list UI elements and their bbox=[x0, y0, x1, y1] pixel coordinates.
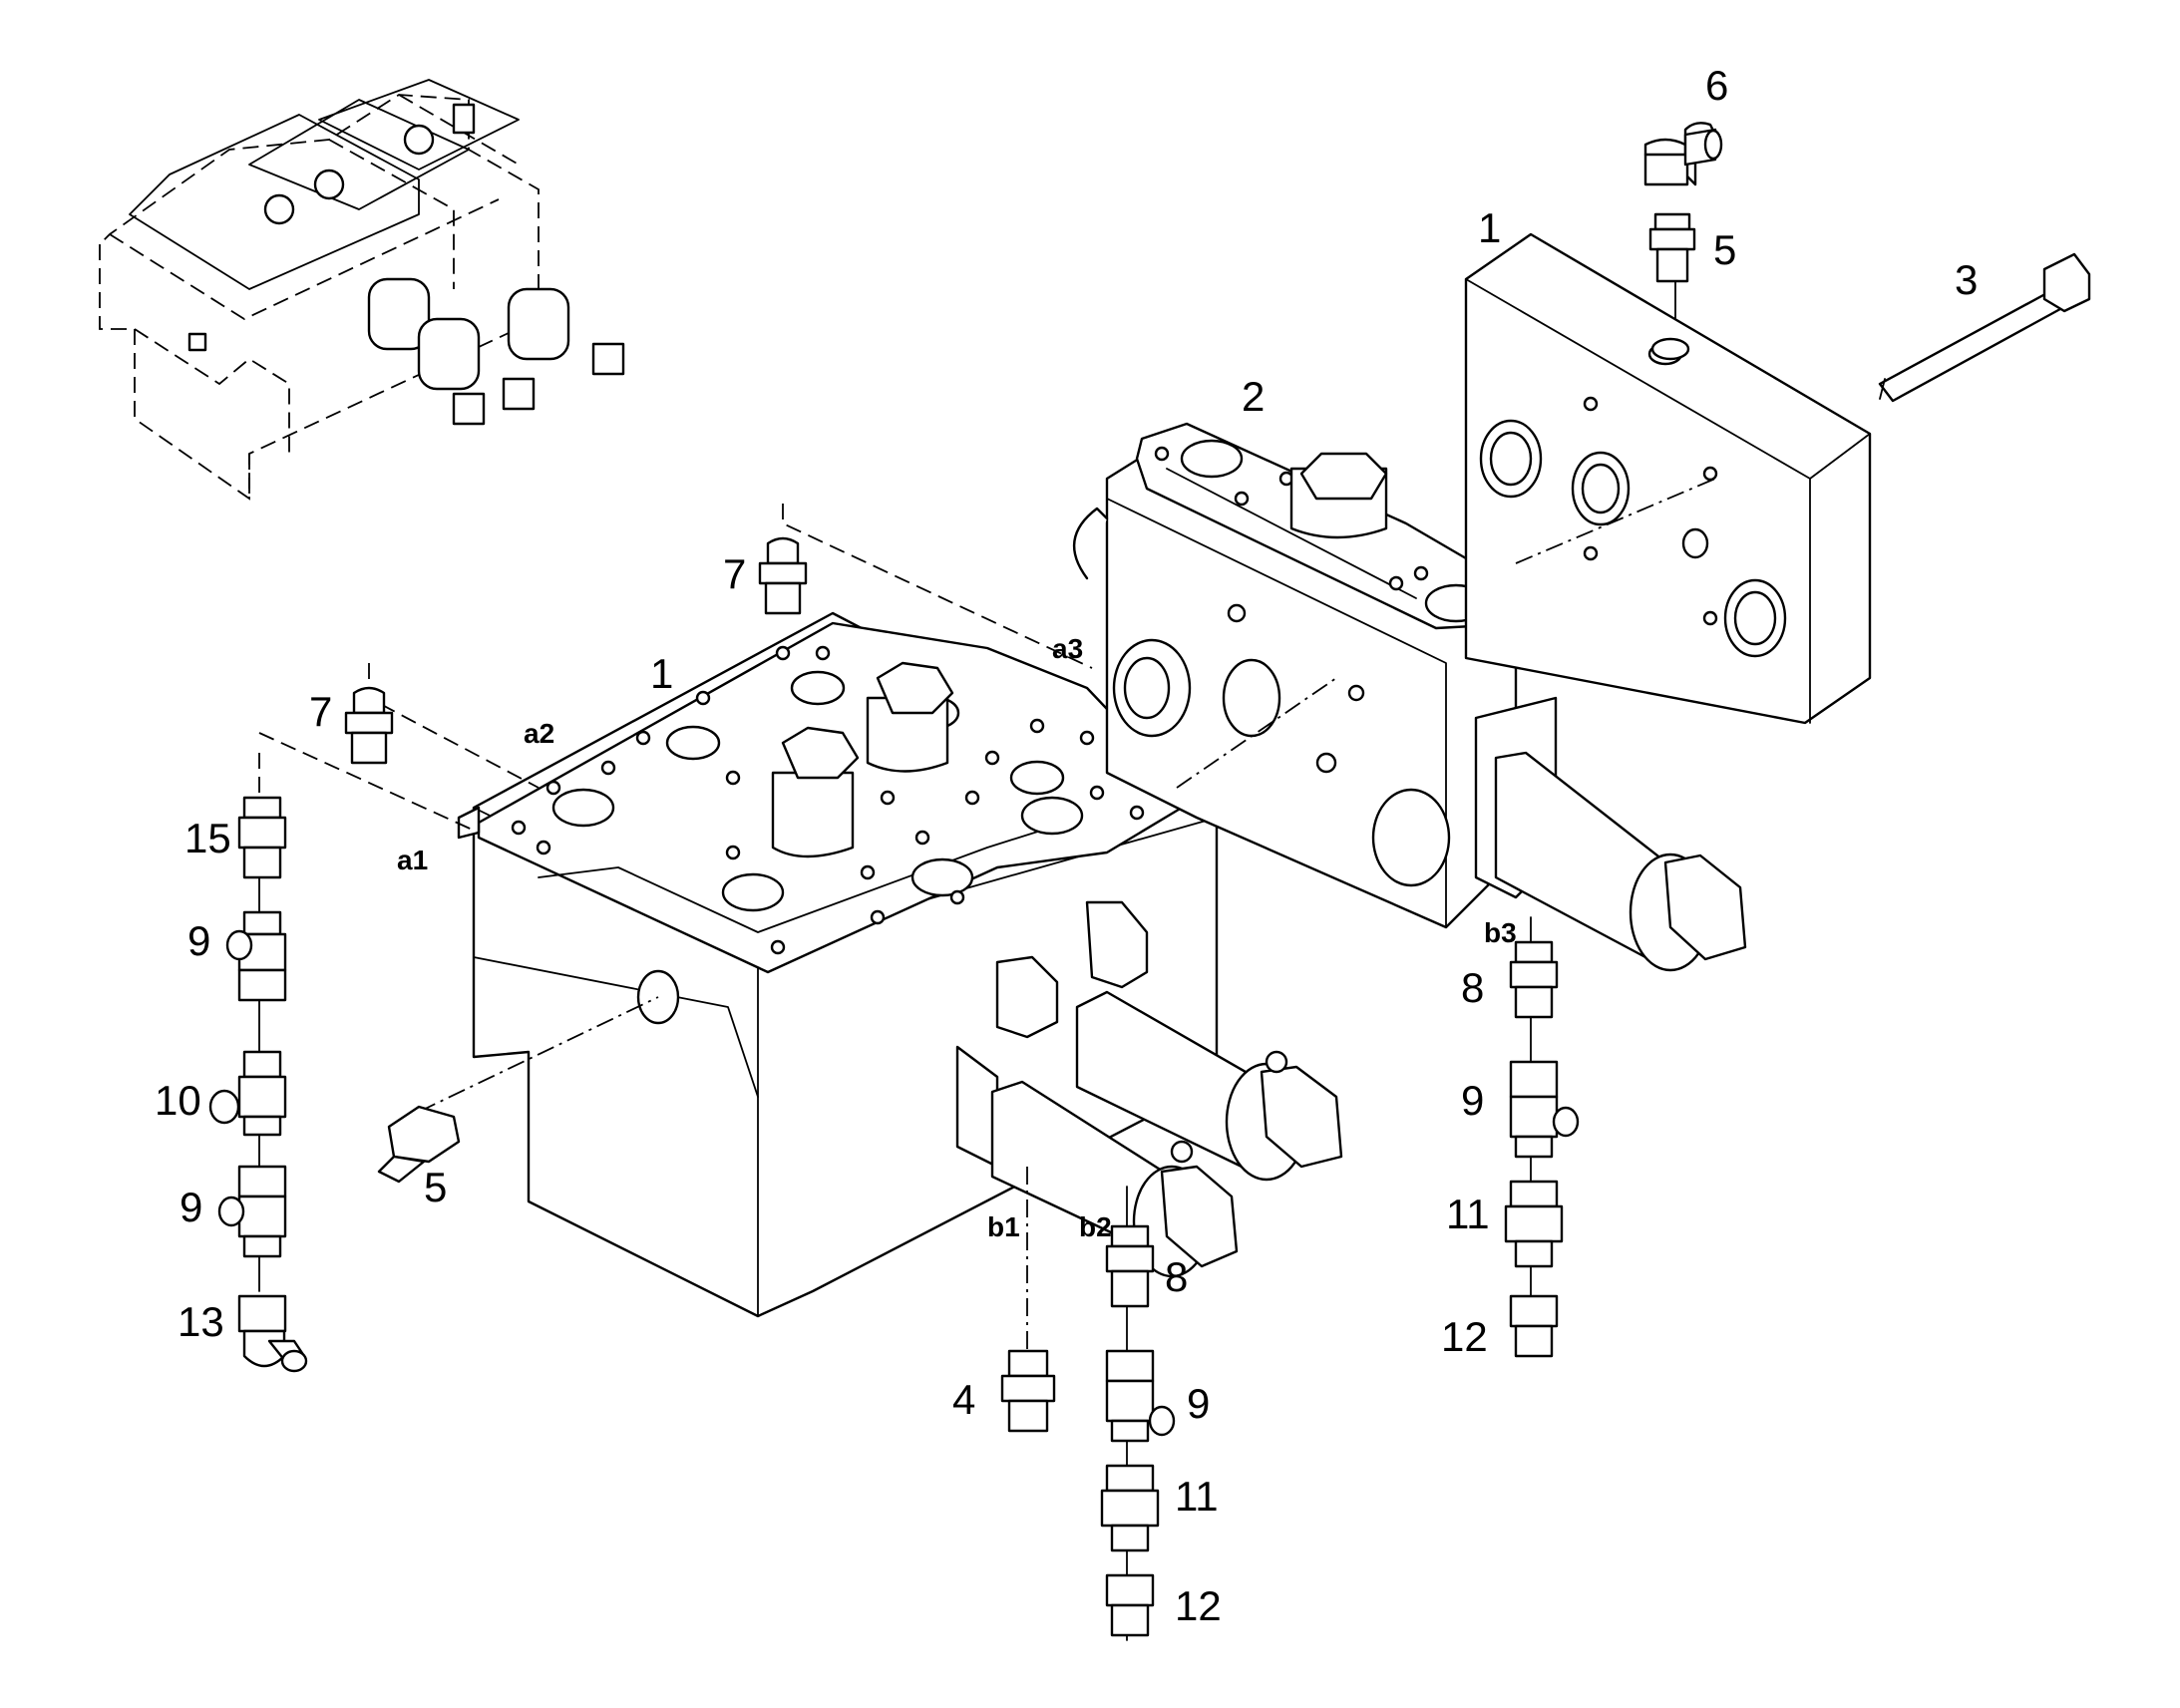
fitting-11-right bbox=[1504, 1180, 1564, 1268]
fitting-9-left-upper bbox=[225, 910, 287, 1002]
fitting-6 bbox=[1643, 122, 1723, 186]
part-label: 15 bbox=[184, 815, 231, 861]
part-label: 9 bbox=[180, 1184, 202, 1230]
part-label: 11 bbox=[1175, 1473, 1219, 1520]
valve-section-1 bbox=[457, 611, 1343, 1318]
fitting-7-lower bbox=[344, 686, 394, 765]
part-label: 7 bbox=[723, 550, 746, 597]
port-label: a2 bbox=[524, 718, 554, 749]
part-callouts: 1 1 2 3 4 5 5 6 7 7 8 8 9 9 9 9 10 11 11… bbox=[155, 62, 1978, 1629]
part-label: 9 bbox=[1461, 1077, 1484, 1124]
fitting-12-middle bbox=[1105, 1573, 1155, 1637]
fitting-8-middle bbox=[1105, 1224, 1155, 1308]
port-label: b2 bbox=[1079, 1211, 1112, 1242]
part-label: 4 bbox=[952, 1376, 975, 1423]
part-label: 6 bbox=[1705, 62, 1728, 109]
part-label: 10 bbox=[155, 1077, 201, 1124]
valve-section-2 bbox=[1073, 422, 1747, 972]
port-label: b1 bbox=[987, 1211, 1020, 1242]
fitting-9-left-lower bbox=[217, 1165, 287, 1258]
fitting-10 bbox=[208, 1050, 287, 1137]
part-label: 2 bbox=[1242, 373, 1265, 420]
port-callouts: a1 a2 a3 b1 b2 b3 bbox=[397, 633, 1517, 1242]
fitting-9-middle bbox=[1105, 1349, 1176, 1443]
end-plate bbox=[1464, 232, 1872, 725]
port-label: a3 bbox=[1052, 633, 1083, 664]
part-label: 11 bbox=[1446, 1191, 1490, 1237]
fitting-8-right bbox=[1509, 940, 1559, 1019]
fitting-7-upper bbox=[758, 536, 808, 615]
fitting-4 bbox=[1000, 1349, 1056, 1433]
fitting-5-left bbox=[377, 1105, 461, 1184]
part-label: 5 bbox=[424, 1164, 447, 1210]
part-label: 12 bbox=[1175, 1582, 1222, 1629]
fitting-12-right bbox=[1509, 1294, 1559, 1358]
part-label: 9 bbox=[1187, 1380, 1210, 1427]
part-label: 3 bbox=[1955, 256, 1978, 303]
part-label: 9 bbox=[187, 917, 210, 964]
part-label: 5 bbox=[1713, 226, 1736, 273]
fitting-9-right bbox=[1509, 1060, 1580, 1159]
fitting-13 bbox=[237, 1294, 308, 1373]
fitting-15 bbox=[237, 796, 287, 879]
part-label: 7 bbox=[309, 688, 332, 735]
part-label: 1 bbox=[1478, 204, 1501, 251]
fitting-11-middle bbox=[1100, 1464, 1160, 1552]
fitting-5-top bbox=[1648, 212, 1696, 361]
assembly-overview bbox=[99, 79, 625, 501]
part-label: 8 bbox=[1461, 964, 1484, 1011]
part-label: 1 bbox=[650, 650, 673, 697]
part-label: 8 bbox=[1165, 1253, 1188, 1300]
part-label: 12 bbox=[1441, 1313, 1488, 1360]
port-label: a1 bbox=[397, 845, 428, 875]
tie-bolt bbox=[1878, 252, 2091, 403]
part-label: 13 bbox=[178, 1298, 224, 1345]
port-label: b3 bbox=[1484, 917, 1517, 948]
